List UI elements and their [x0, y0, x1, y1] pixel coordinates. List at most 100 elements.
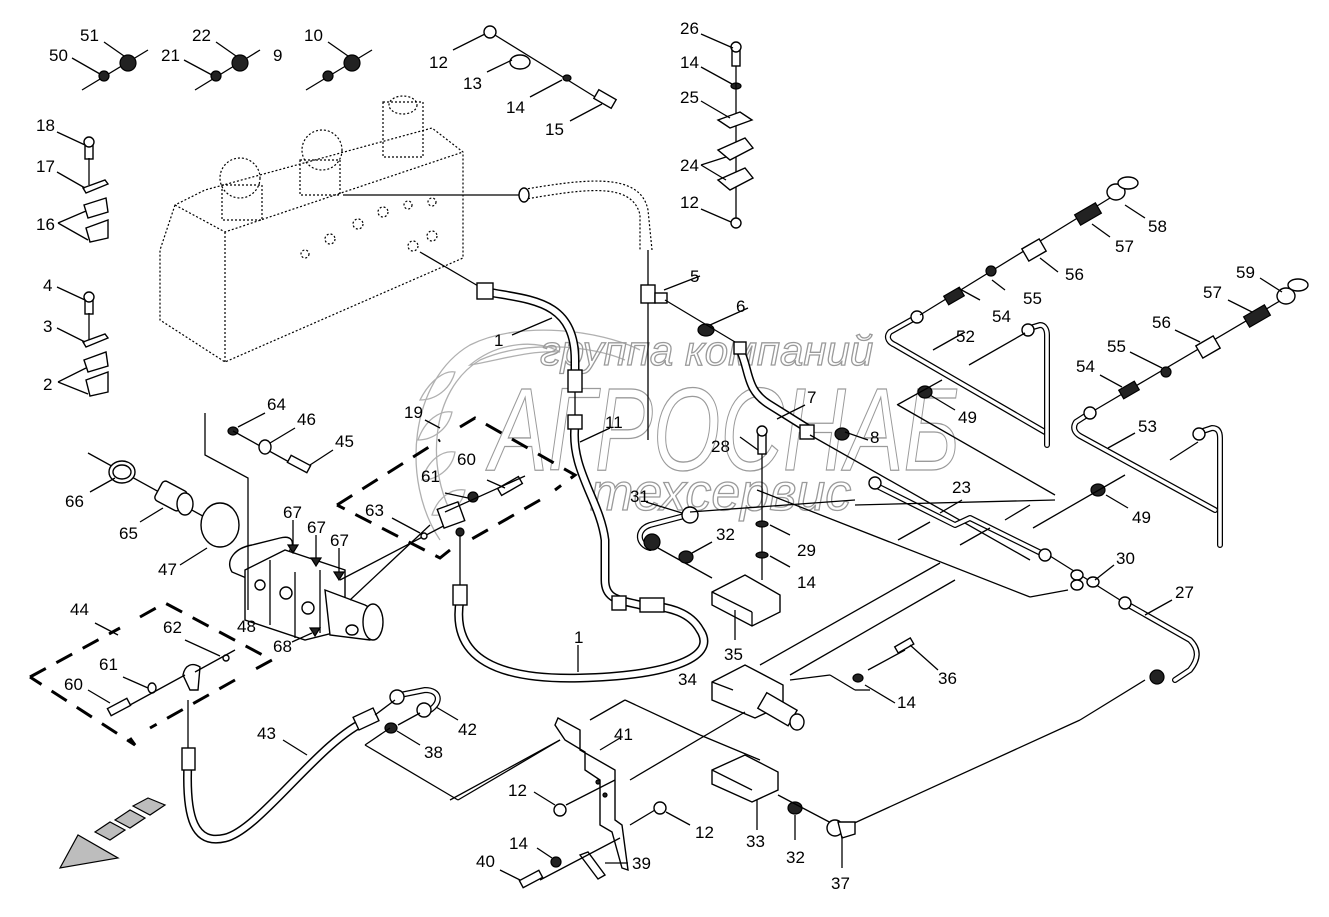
callout-16: 16	[36, 215, 55, 234]
callout-67: 67	[283, 503, 302, 522]
clamp-set-right	[700, 33, 755, 229]
callout-68: 68	[273, 637, 292, 656]
valve-34	[629, 664, 870, 781]
group-44-dashed	[29, 601, 276, 747]
callout-13: 13	[463, 74, 482, 93]
fittings-top-left	[71, 41, 373, 91]
callout-14: 14	[506, 98, 525, 117]
fitting-chain-59	[1094, 277, 1309, 411]
callout-49: 49	[1132, 508, 1151, 527]
callout-31: 31	[630, 487, 649, 506]
hose-43	[181, 700, 380, 844]
callout-36: 36	[938, 669, 957, 688]
fitting-49-upper	[896, 379, 1056, 496]
callout-55: 55	[1023, 289, 1042, 308]
callout-15: 15	[545, 120, 564, 139]
callout-47: 47	[158, 560, 177, 579]
callout-61: 61	[421, 467, 440, 486]
valve-block-35	[711, 425, 791, 640]
callout-49: 49	[958, 408, 977, 427]
tube-31	[636, 499, 856, 579]
callout-54: 54	[992, 307, 1011, 326]
bracket-41	[449, 699, 701, 872]
callout-60: 60	[64, 675, 83, 694]
reference-lines	[756, 489, 1146, 826]
callout-62: 62	[163, 618, 182, 637]
watermark: группа компаний АГРОСНАБ техсервис	[415, 326, 961, 541]
tee-30	[1049, 555, 1121, 601]
callout-39: 39	[632, 854, 651, 873]
elbow-37	[826, 819, 856, 868]
callout-67: 67	[330, 531, 349, 550]
callout-4: 4	[43, 276, 52, 295]
callout-23: 23	[952, 478, 971, 497]
callout-8: 8	[870, 428, 879, 447]
callout-34: 34	[678, 670, 697, 689]
callout-59: 59	[1236, 263, 1255, 282]
group-19-dashed	[336, 416, 578, 560]
callout-57: 57	[1115, 237, 1134, 256]
callout-66: 66	[65, 492, 84, 511]
watermark-logo-icon	[415, 329, 641, 541]
callout-1: 1	[574, 628, 583, 647]
hose-1-lower	[452, 550, 709, 683]
callout-14: 14	[680, 53, 699, 72]
hose-1-upper	[476, 282, 583, 415]
callout-56: 56	[1065, 265, 1084, 284]
hydraulic-tank	[159, 95, 520, 363]
callout-55: 55	[1107, 337, 1126, 356]
callout-2: 2	[43, 375, 52, 394]
callout-14: 14	[509, 834, 528, 853]
callout-53: 53	[1138, 417, 1157, 436]
fitting-49-lower	[1032, 474, 1129, 529]
callout-37: 37	[831, 874, 850, 893]
callout-11: 11	[605, 413, 623, 432]
hose-end-fitting	[518, 187, 530, 203]
callout-63: 63	[365, 501, 384, 520]
direction-arrow-icon	[58, 797, 167, 869]
callout-44: 44	[70, 600, 89, 619]
callout-60: 60	[457, 450, 476, 469]
callout-27: 27	[1175, 583, 1194, 602]
bolt-36	[852, 636, 939, 704]
tube-23	[868, 476, 1052, 562]
callout-18: 18	[36, 116, 55, 135]
callout-24: 24	[680, 156, 699, 175]
callout-42: 42	[458, 720, 477, 739]
callout-10: 10	[304, 26, 323, 45]
callout-30: 30	[1116, 549, 1135, 568]
fitting-chain-58	[919, 176, 1146, 316]
callout-3: 3	[43, 317, 52, 336]
callout-29: 29	[797, 541, 816, 560]
callout-43: 43	[257, 724, 276, 743]
callout-17: 17	[36, 157, 55, 176]
callout-14: 14	[897, 693, 916, 712]
callout-45: 45	[335, 432, 354, 451]
callout-6: 6	[736, 297, 745, 316]
callout-32: 32	[716, 525, 735, 544]
callout-46: 46	[297, 410, 316, 429]
callout-52: 52	[956, 327, 975, 346]
callout-25: 25	[680, 88, 699, 107]
callout-12: 12	[508, 781, 527, 800]
pump-seals	[87, 412, 334, 610]
callout-32: 32	[786, 848, 805, 867]
callout-12: 12	[429, 53, 448, 72]
callout-51: 51	[80, 26, 99, 45]
callout-1: 1	[494, 331, 503, 350]
callout-22: 22	[192, 26, 211, 45]
callout-54: 54	[1076, 357, 1095, 376]
callout-19: 19	[404, 403, 423, 422]
valve-33	[699, 734, 836, 840]
callout-7: 7	[807, 388, 816, 407]
watermark-line2: АГРОСНАБ	[486, 364, 960, 496]
return-hose	[519, 180, 653, 251]
tube-53	[1071, 406, 1223, 548]
callout-61: 61	[99, 655, 118, 674]
callout-26: 26	[680, 19, 699, 38]
callout-9: 9	[273, 46, 282, 65]
callout-33: 33	[746, 832, 765, 851]
callout-5: 5	[690, 267, 699, 286]
callout-65: 65	[119, 524, 138, 543]
